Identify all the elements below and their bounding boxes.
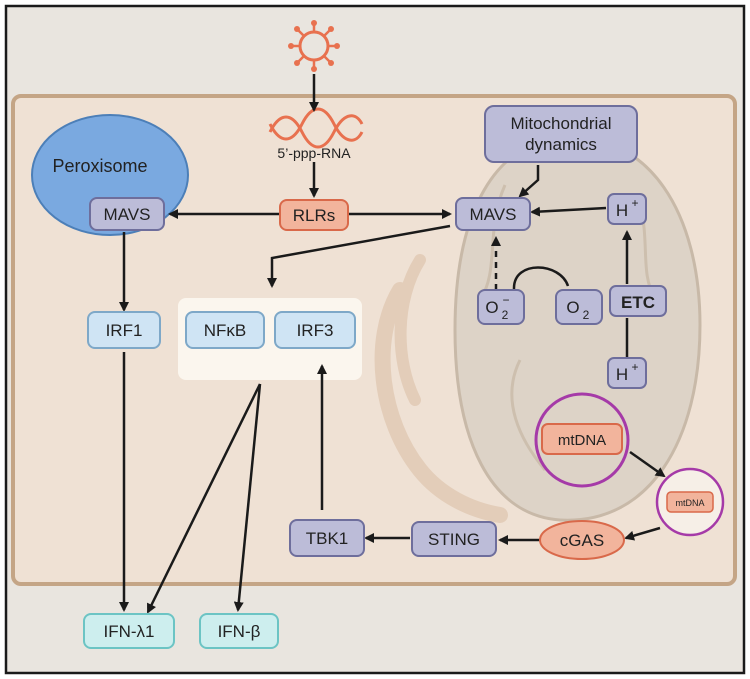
- mtdna-small-label: mtDNA: [676, 498, 705, 508]
- ifn-beta-node: [199, 613, 279, 649]
- cgas-label: cGAS: [560, 531, 604, 550]
- nfkb-label: NFκB: [204, 321, 247, 340]
- etc-node: [609, 285, 667, 317]
- irf3-node: [274, 311, 356, 349]
- oxygen-subscript: 2: [583, 308, 590, 322]
- rlrs-label: RLRs: [293, 206, 336, 225]
- mtdna-large-label: mtDNA: [558, 432, 606, 449]
- proton-bottom-label: H: [616, 365, 628, 384]
- proton-bottom-charge: +: [631, 360, 638, 374]
- sting-node: [411, 521, 497, 557]
- nfkb-node: [185, 311, 265, 349]
- mavs-mitochondria-node: [455, 197, 531, 231]
- tbk1-node: [289, 519, 365, 557]
- rna-label: 5’-ppp-RNA: [277, 145, 351, 161]
- superoxide-superscript: −: [502, 293, 509, 307]
- rlrs-node: [279, 199, 349, 231]
- mitochondrial-dynamics-line2: dynamics: [525, 135, 597, 154]
- ifn-lambda1-node: [83, 613, 175, 649]
- endoplasmic-reticulum: [374, 254, 508, 523]
- etc-label: ETC: [621, 293, 655, 312]
- mtdna-nucleoid-ring: [534, 392, 630, 488]
- mitochondrion: [453, 136, 702, 522]
- proton-top-label: H: [616, 201, 628, 220]
- mavs-peroxisome-label: MAVS: [104, 205, 151, 224]
- mavs-peroxisome-node: [89, 197, 165, 231]
- virus-icon: [288, 20, 340, 72]
- pathway-arrows: [119, 74, 666, 614]
- mitochondrial-dynamics-line1: Mitochondrial: [510, 114, 611, 133]
- oxygen-node: [555, 289, 603, 325]
- superoxide-subscript: 2: [502, 308, 509, 322]
- superoxide-node: [477, 289, 525, 325]
- irf1-label: IRF1: [106, 321, 143, 340]
- peroxisome-label: Peroxisome: [52, 156, 147, 176]
- proton-top-node: [607, 193, 647, 225]
- superoxide-label: O: [485, 298, 498, 317]
- mtdna-small-node: [666, 491, 714, 513]
- proton-bottom-node: [607, 357, 647, 389]
- sting-label: STING: [428, 530, 480, 549]
- ifn-lambda1-label: IFN-λ1: [104, 622, 155, 641]
- ifn-beta-label: IFN-β: [218, 622, 261, 641]
- irf1-node: [87, 311, 161, 349]
- irf3-label: IRF3: [297, 321, 334, 340]
- tbk1-label: TBK1: [306, 529, 349, 548]
- proton-top-charge: +: [631, 196, 638, 210]
- cgas-node: [539, 520, 625, 560]
- mtdna-large-node: [541, 423, 623, 455]
- mavs-mitochondria-label: MAVS: [470, 205, 517, 224]
- oxygen-label: O: [566, 298, 579, 317]
- mitochondrial-dynamics-node: [484, 105, 638, 163]
